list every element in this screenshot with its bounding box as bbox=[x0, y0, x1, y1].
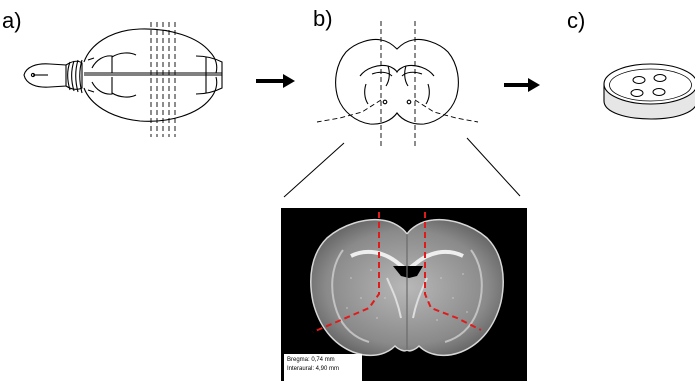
brain-section-micrograph: Bregma: 0,74 mm Interaural: 4,90 mm bbox=[281, 208, 527, 381]
brain-dorsal-drawing bbox=[24, 29, 222, 121]
cut-lines-a bbox=[151, 22, 175, 137]
arrow-right-icon bbox=[504, 78, 540, 92]
coronal-section-drawing bbox=[336, 40, 459, 125]
zoom-lines bbox=[284, 138, 520, 197]
arrow-right-icon bbox=[256, 74, 295, 88]
cut-lines-b bbox=[317, 21, 478, 147]
culture-dish-drawing bbox=[604, 64, 695, 119]
interaural-label: Interaural: 4,90 mm bbox=[287, 365, 362, 374]
bregma-label: Bregma: 0,74 mm bbox=[287, 356, 362, 365]
coordinates-box: Bregma: 0,74 mm Interaural: 4,90 mm bbox=[284, 354, 362, 381]
